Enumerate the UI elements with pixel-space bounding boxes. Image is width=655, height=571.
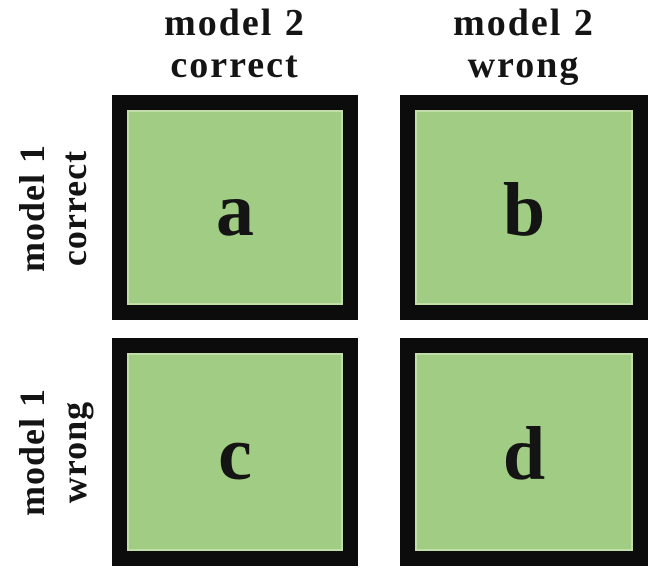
row-header-model1-wrong: model 1 wrong [0, 338, 106, 566]
cell-b: b [400, 95, 648, 320]
cell-c-label: c [218, 412, 252, 496]
cell-b-label: b [502, 167, 546, 252]
cell-d: d [400, 338, 648, 566]
column-header-line2: correct [170, 44, 300, 86]
cell-d-label: d [502, 412, 546, 496]
column-header-line1: model 2 [164, 2, 306, 44]
column-header-line2: wrong [467, 44, 581, 86]
row-header-line2: wrong [54, 400, 94, 504]
cell-c: c [112, 338, 358, 566]
column-header-model2-correct: model 2 correct [112, 0, 358, 90]
row-header-line2: correct [54, 149, 94, 266]
cell-a-label: a [216, 167, 254, 252]
row-header-line1: model 1 [12, 143, 52, 272]
rotated-label: model 1 wrong [11, 388, 95, 516]
column-header-line1: model 2 [453, 2, 595, 44]
rotated-label: model 1 correct [11, 144, 95, 272]
cell-a: a [112, 95, 358, 320]
row-header-model1-correct: model 1 correct [0, 95, 106, 320]
column-header-model2-wrong: model 2 wrong [400, 0, 648, 90]
row-header-line1: model 1 [12, 388, 52, 516]
